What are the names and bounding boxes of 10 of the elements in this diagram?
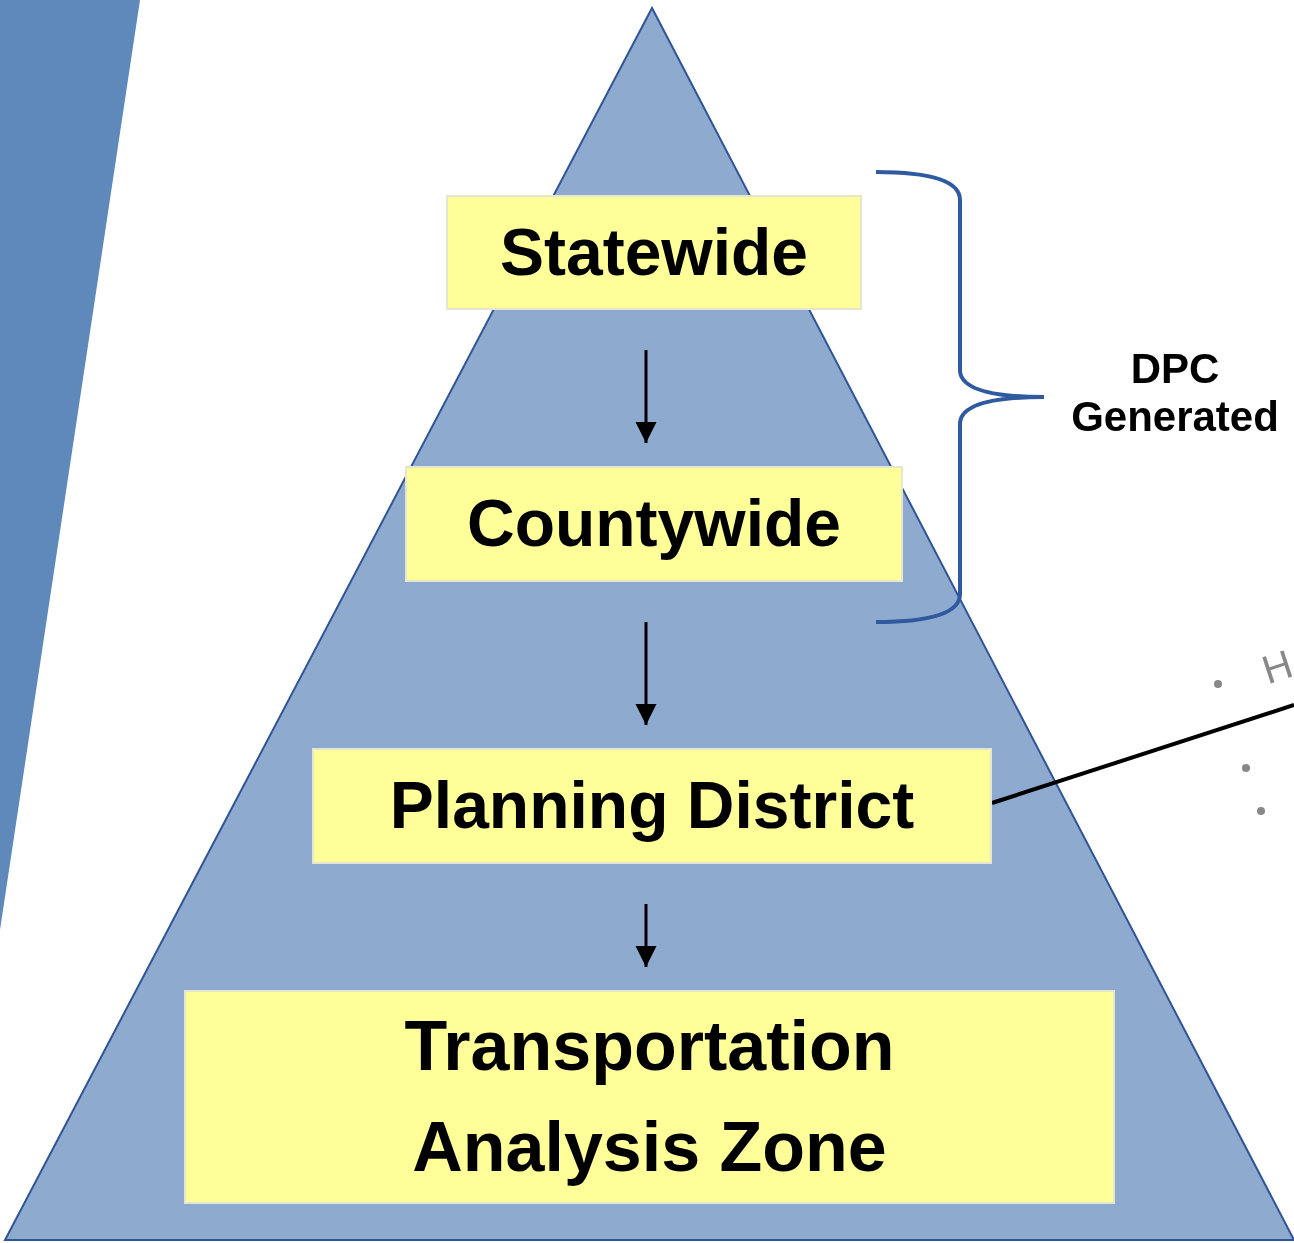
arrow — [635, 904, 657, 967]
leader-line — [991, 703, 1294, 805]
arrow — [635, 350, 657, 443]
cut-off-text: H — [1256, 640, 1294, 694]
group-label: DPC Generated — [1070, 345, 1280, 441]
level-box: Planning District — [312, 748, 992, 864]
arrow — [635, 622, 657, 725]
level-box: Transportation Analysis Zone — [184, 990, 1115, 1204]
level-box: Countywide — [405, 466, 903, 582]
level-box: Statewide — [446, 195, 862, 310]
